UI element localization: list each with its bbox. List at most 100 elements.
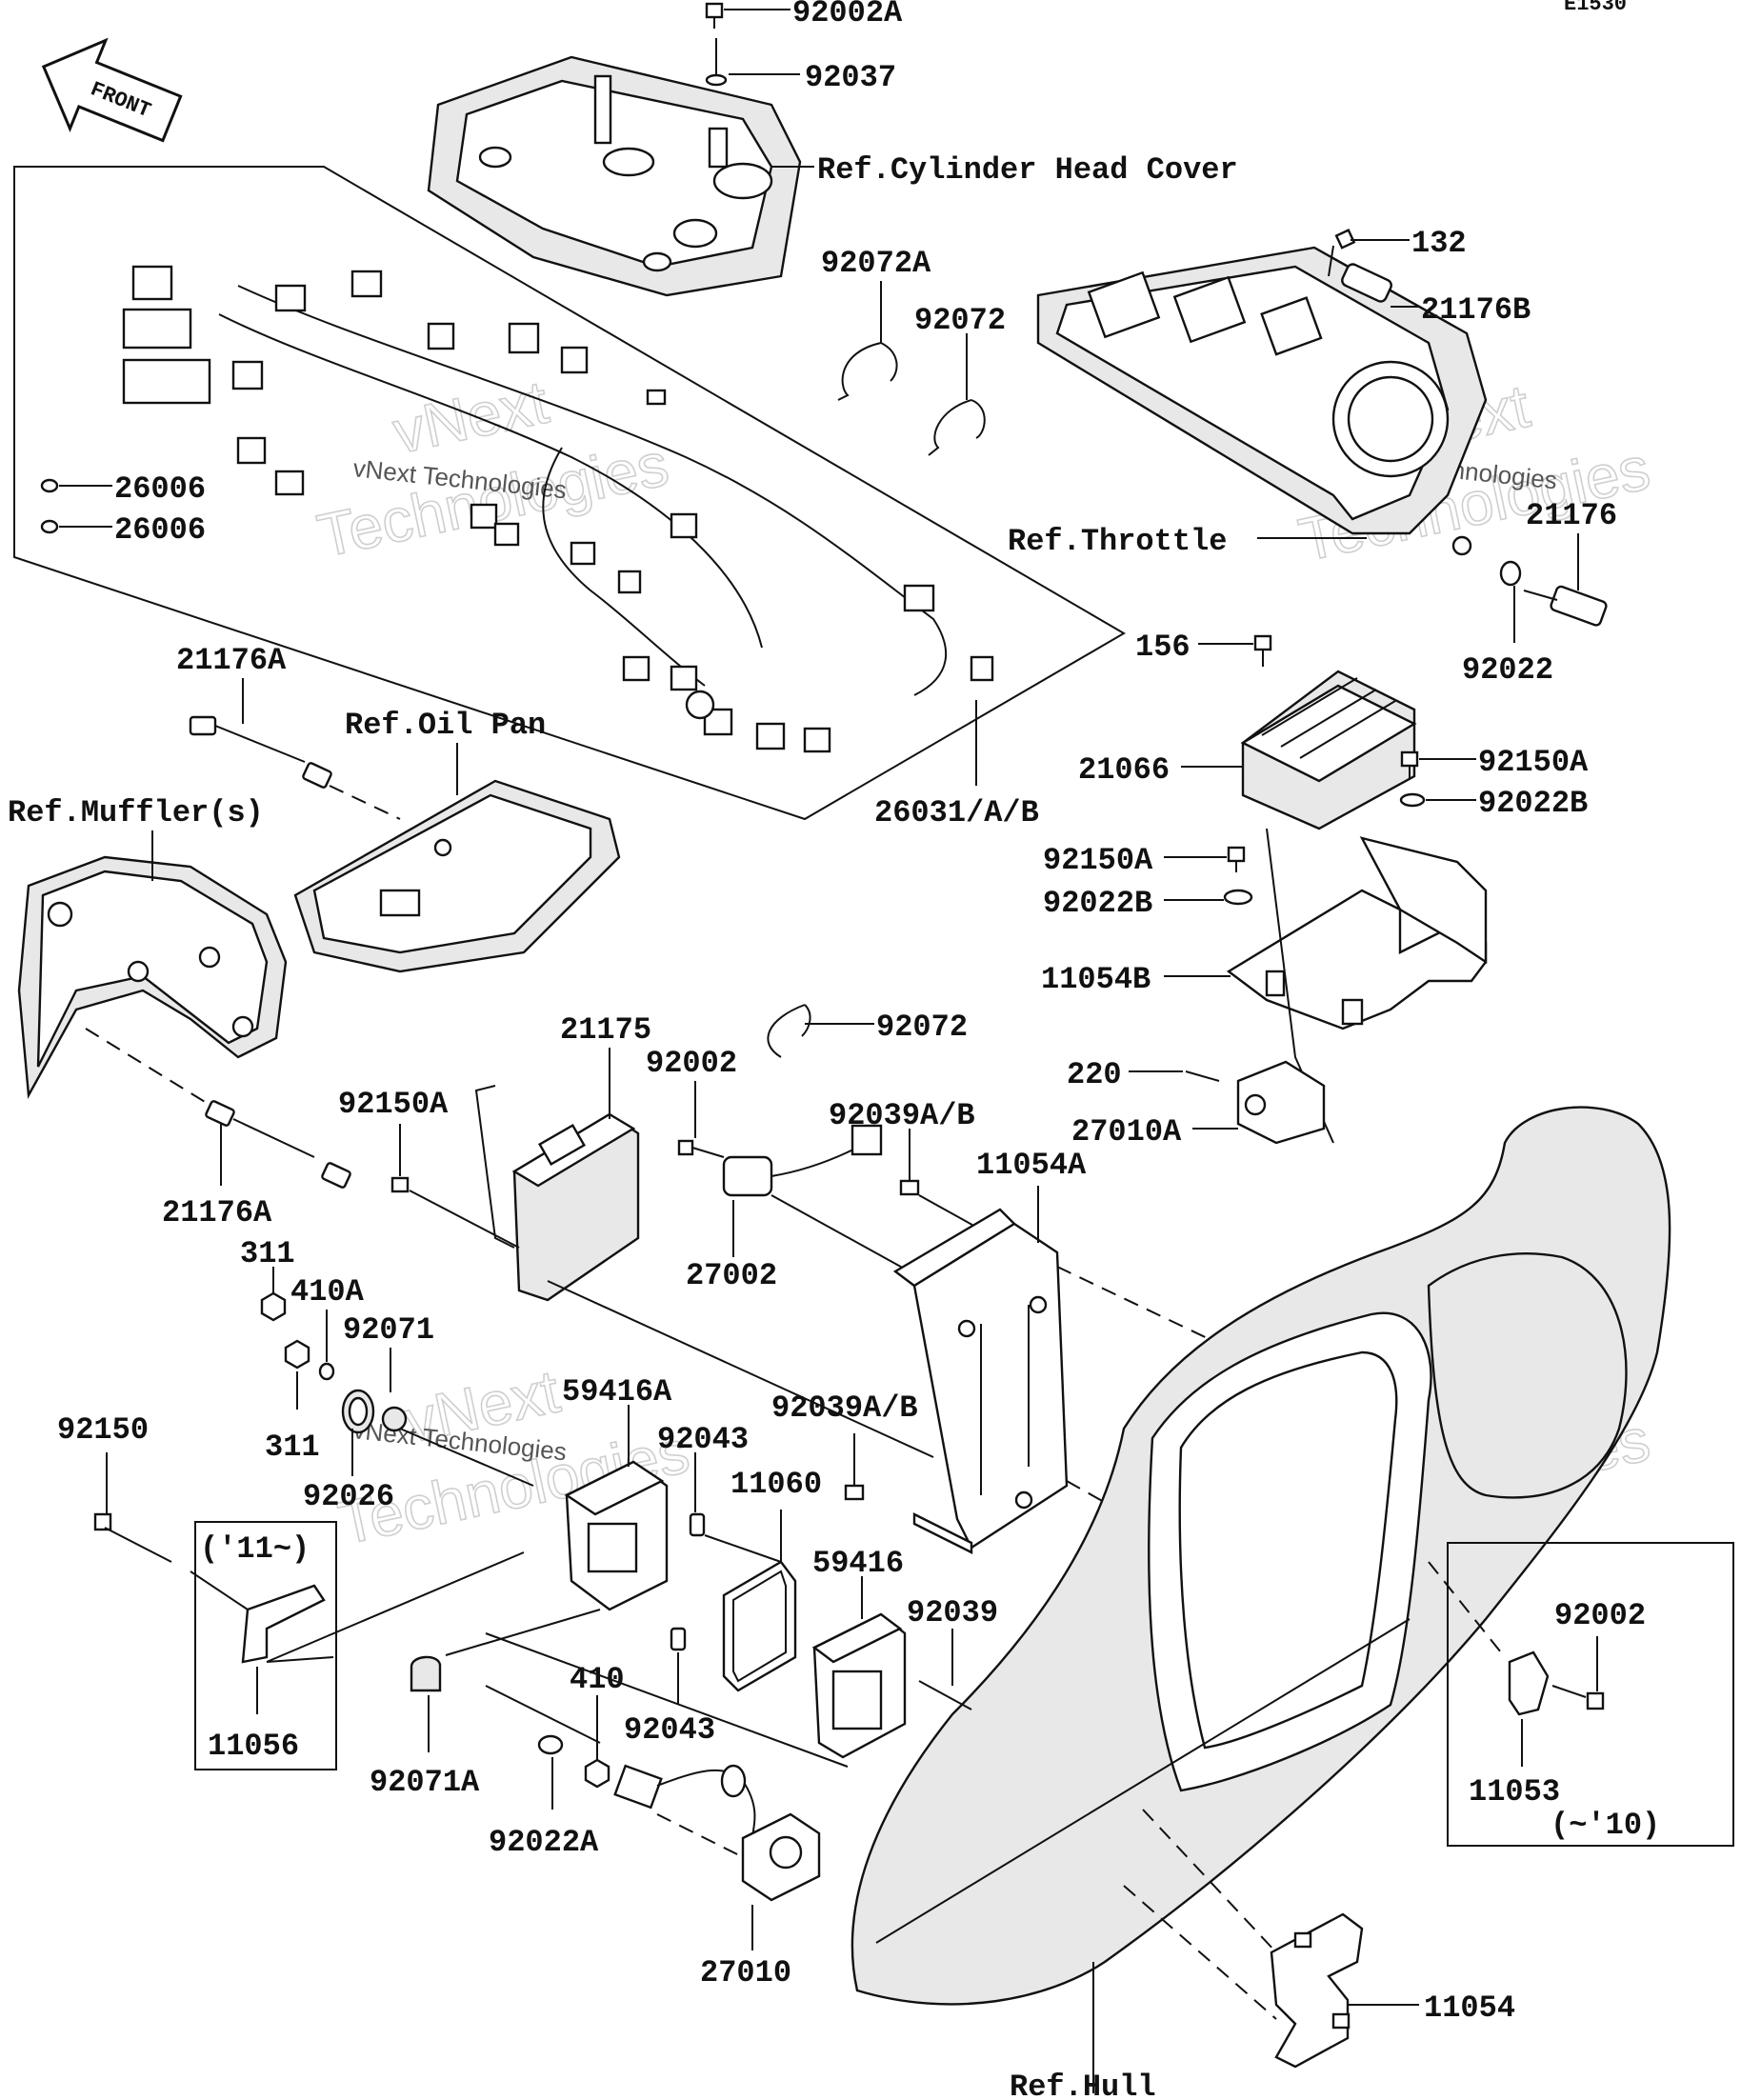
ref-muffler: Ref.Muffler(s) [8, 795, 264, 830]
label-92072-b: 92072 [876, 1010, 968, 1045]
muffler [17, 855, 288, 1099]
label-132: 132 [1411, 226, 1467, 261]
label-92002A: 92002A [792, 0, 903, 30]
label-27010A: 27010A [1071, 1114, 1182, 1150]
ecu-21175 [511, 1112, 640, 1302]
gasket-11060 [722, 1560, 797, 1692]
label-92072A: 92072A [821, 246, 931, 281]
label-11054: 11054 [1424, 1990, 1515, 2026]
watermark-brand: vNext [388, 368, 554, 467]
sensor-21176B-icon [1341, 263, 1392, 303]
label-311-low: 311 [265, 1430, 320, 1465]
washer-92022-icon [1499, 560, 1522, 587]
sensor-21176A-bottom [205, 1100, 351, 1189]
collar-92043-top-icon [689, 1512, 706, 1537]
label-92002-mid: 92002 [646, 1046, 737, 1081]
hull [850, 1106, 1671, 2006]
bracket-59416A [564, 1460, 669, 1611]
label-92039AB-mid: 92039A/B [771, 1390, 918, 1426]
watermark-word: Technologies [311, 430, 673, 570]
bolt-92150A-right-icon [1400, 750, 1419, 779]
label-92022B-mid: 92022B [1043, 886, 1152, 921]
bolt-92039-icon [918, 1680, 972, 1710]
bracket-11054 [1270, 1912, 1364, 2069]
label-59416: 59416 [812, 1546, 904, 1581]
ref-throttle: Ref.Throttle [1008, 524, 1227, 559]
bolt-132-icon [1328, 229, 1356, 277]
ref-cylinder-head: Ref.Cylinder Head Cover [817, 152, 1238, 188]
label-92072-a: 92072 [914, 303, 1006, 338]
washer-92022B-right-icon [1399, 792, 1426, 808]
clamp-92072A-icon [837, 342, 898, 401]
label-21066: 21066 [1078, 752, 1170, 788]
label-92150A-right: 92150A [1478, 745, 1589, 780]
bolt-92039AB-low-icon [844, 1484, 865, 1501]
label-92071A: 92071A [370, 1765, 480, 1800]
label-11054B: 11054B [1041, 962, 1151, 997]
regulator-21066 [1240, 670, 1417, 830]
nut-311-top-icon [260, 1291, 287, 1322]
label-11053: 11053 [1469, 1774, 1560, 1810]
label-11060: 11060 [730, 1467, 822, 1502]
label-410: 410 [570, 1662, 625, 1697]
label-11056: 11056 [208, 1729, 299, 1764]
note-year-from: ('11~) [200, 1531, 310, 1567]
rod-92037-icon [705, 38, 728, 87]
clamp-92072-icon [928, 399, 986, 456]
bolt-92002-right-icon [1551, 1685, 1605, 1710]
label-21176B: 21176B [1421, 292, 1531, 328]
harness-box [13, 166, 1126, 821]
label-410A: 410A [290, 1274, 365, 1310]
bolt-92150-icon [93, 1512, 172, 1563]
bracket-box-11053 [1447, 1542, 1734, 1847]
bracket-59416 [811, 1612, 907, 1759]
cylinder-head-cover [427, 55, 802, 297]
label-92150: 92150 [57, 1412, 149, 1448]
cap-92071A-icon [410, 1655, 442, 1692]
nut-311-low-icon [284, 1339, 310, 1370]
label-21175: 21175 [560, 1012, 651, 1048]
washer-92022A-icon [537, 1734, 564, 1755]
label-21176A-top: 21176A [176, 643, 287, 678]
label-92022A: 92022A [489, 1825, 599, 1860]
label-92043-top: 92043 [657, 1422, 749, 1457]
label-92037: 92037 [805, 60, 896, 95]
oil-pan [293, 779, 621, 973]
clamp-26006-icon [40, 478, 59, 534]
bracket-box-11056 [194, 1521, 337, 1770]
bracket-11053 [1508, 1650, 1550, 1716]
label-11054A: 11054A [976, 1148, 1087, 1183]
wiring-harness [122, 265, 994, 753]
bracket-11054A [892, 1208, 1069, 1554]
sensor-27010 [613, 1764, 821, 1902]
label-92039AB-top: 92039A/B [829, 1098, 975, 1133]
washer-92022B-mid-icon [1223, 889, 1253, 906]
ref-oil-pan: Ref.Oil Pan [345, 708, 546, 743]
label-92071: 92071 [343, 1312, 434, 1348]
label-92026: 92026 [303, 1479, 394, 1514]
label-26006-a: 26006 [114, 471, 206, 507]
clamp-92072-mid-icon [767, 1004, 811, 1058]
bolt-92002-mid-icon [677, 1139, 725, 1158]
throttle-body [1036, 246, 1488, 556]
bolt-156-icon [1253, 634, 1272, 667]
ref-hull: Ref.Hull [1010, 2070, 1156, 2100]
label-311-top: 311 [240, 1236, 295, 1271]
label-92039: 92039 [907, 1595, 998, 1630]
label-92150A-mid: 92150A [1043, 843, 1153, 878]
label-21176A-bottom: 21176A [162, 1195, 272, 1230]
label-26006-b: 26006 [114, 512, 206, 548]
label-92150A-left: 92150A [338, 1087, 449, 1122]
bolt-92002A-icon [705, 2, 724, 29]
bolt-92039AB-top-icon [899, 1179, 920, 1196]
bolt-92150A-left-icon [390, 1176, 410, 1193]
relay-27002 [722, 1124, 883, 1197]
washer-410A-icon [318, 1362, 335, 1381]
bolt-92150A-mid-icon [1227, 846, 1246, 872]
bolt-220-icon [1185, 1070, 1220, 1082]
label-220: 220 [1067, 1057, 1122, 1092]
label-27002: 27002 [686, 1258, 777, 1293]
cap-92026-icon [381, 1406, 534, 1487]
